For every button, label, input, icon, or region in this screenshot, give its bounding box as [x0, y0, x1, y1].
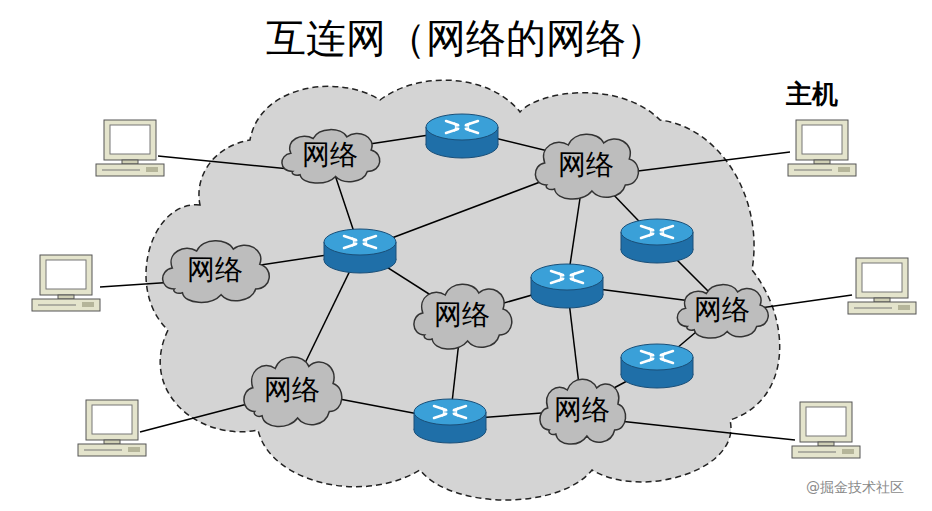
network-label: 网络: [264, 375, 320, 406]
network-cloud: 网络: [406, 275, 518, 355]
host-label: 主机: [786, 77, 838, 112]
network-cloud: 网络: [236, 347, 348, 433]
network-label: 网络: [302, 140, 358, 171]
network-label: 网络: [694, 295, 750, 326]
links: [100, 130, 852, 440]
network-cloud: 网络: [533, 370, 631, 450]
network-cloud: 网络: [154, 232, 276, 308]
diagram-title: 互连网（网络的网络）: [266, 11, 666, 66]
hosts: [32, 120, 916, 458]
network-cloud: 网络: [274, 122, 386, 188]
network-label: 网络: [558, 150, 614, 181]
network-label: 网络: [434, 300, 490, 331]
network-cloud: 网络: [527, 125, 645, 205]
network-label: 网络: [554, 395, 610, 426]
network-cloud: 网络: [670, 277, 774, 343]
watermark: @掘金技术社区: [806, 479, 904, 497]
network-label: 网络: [187, 255, 243, 286]
internet-cloud: [146, 80, 780, 500]
